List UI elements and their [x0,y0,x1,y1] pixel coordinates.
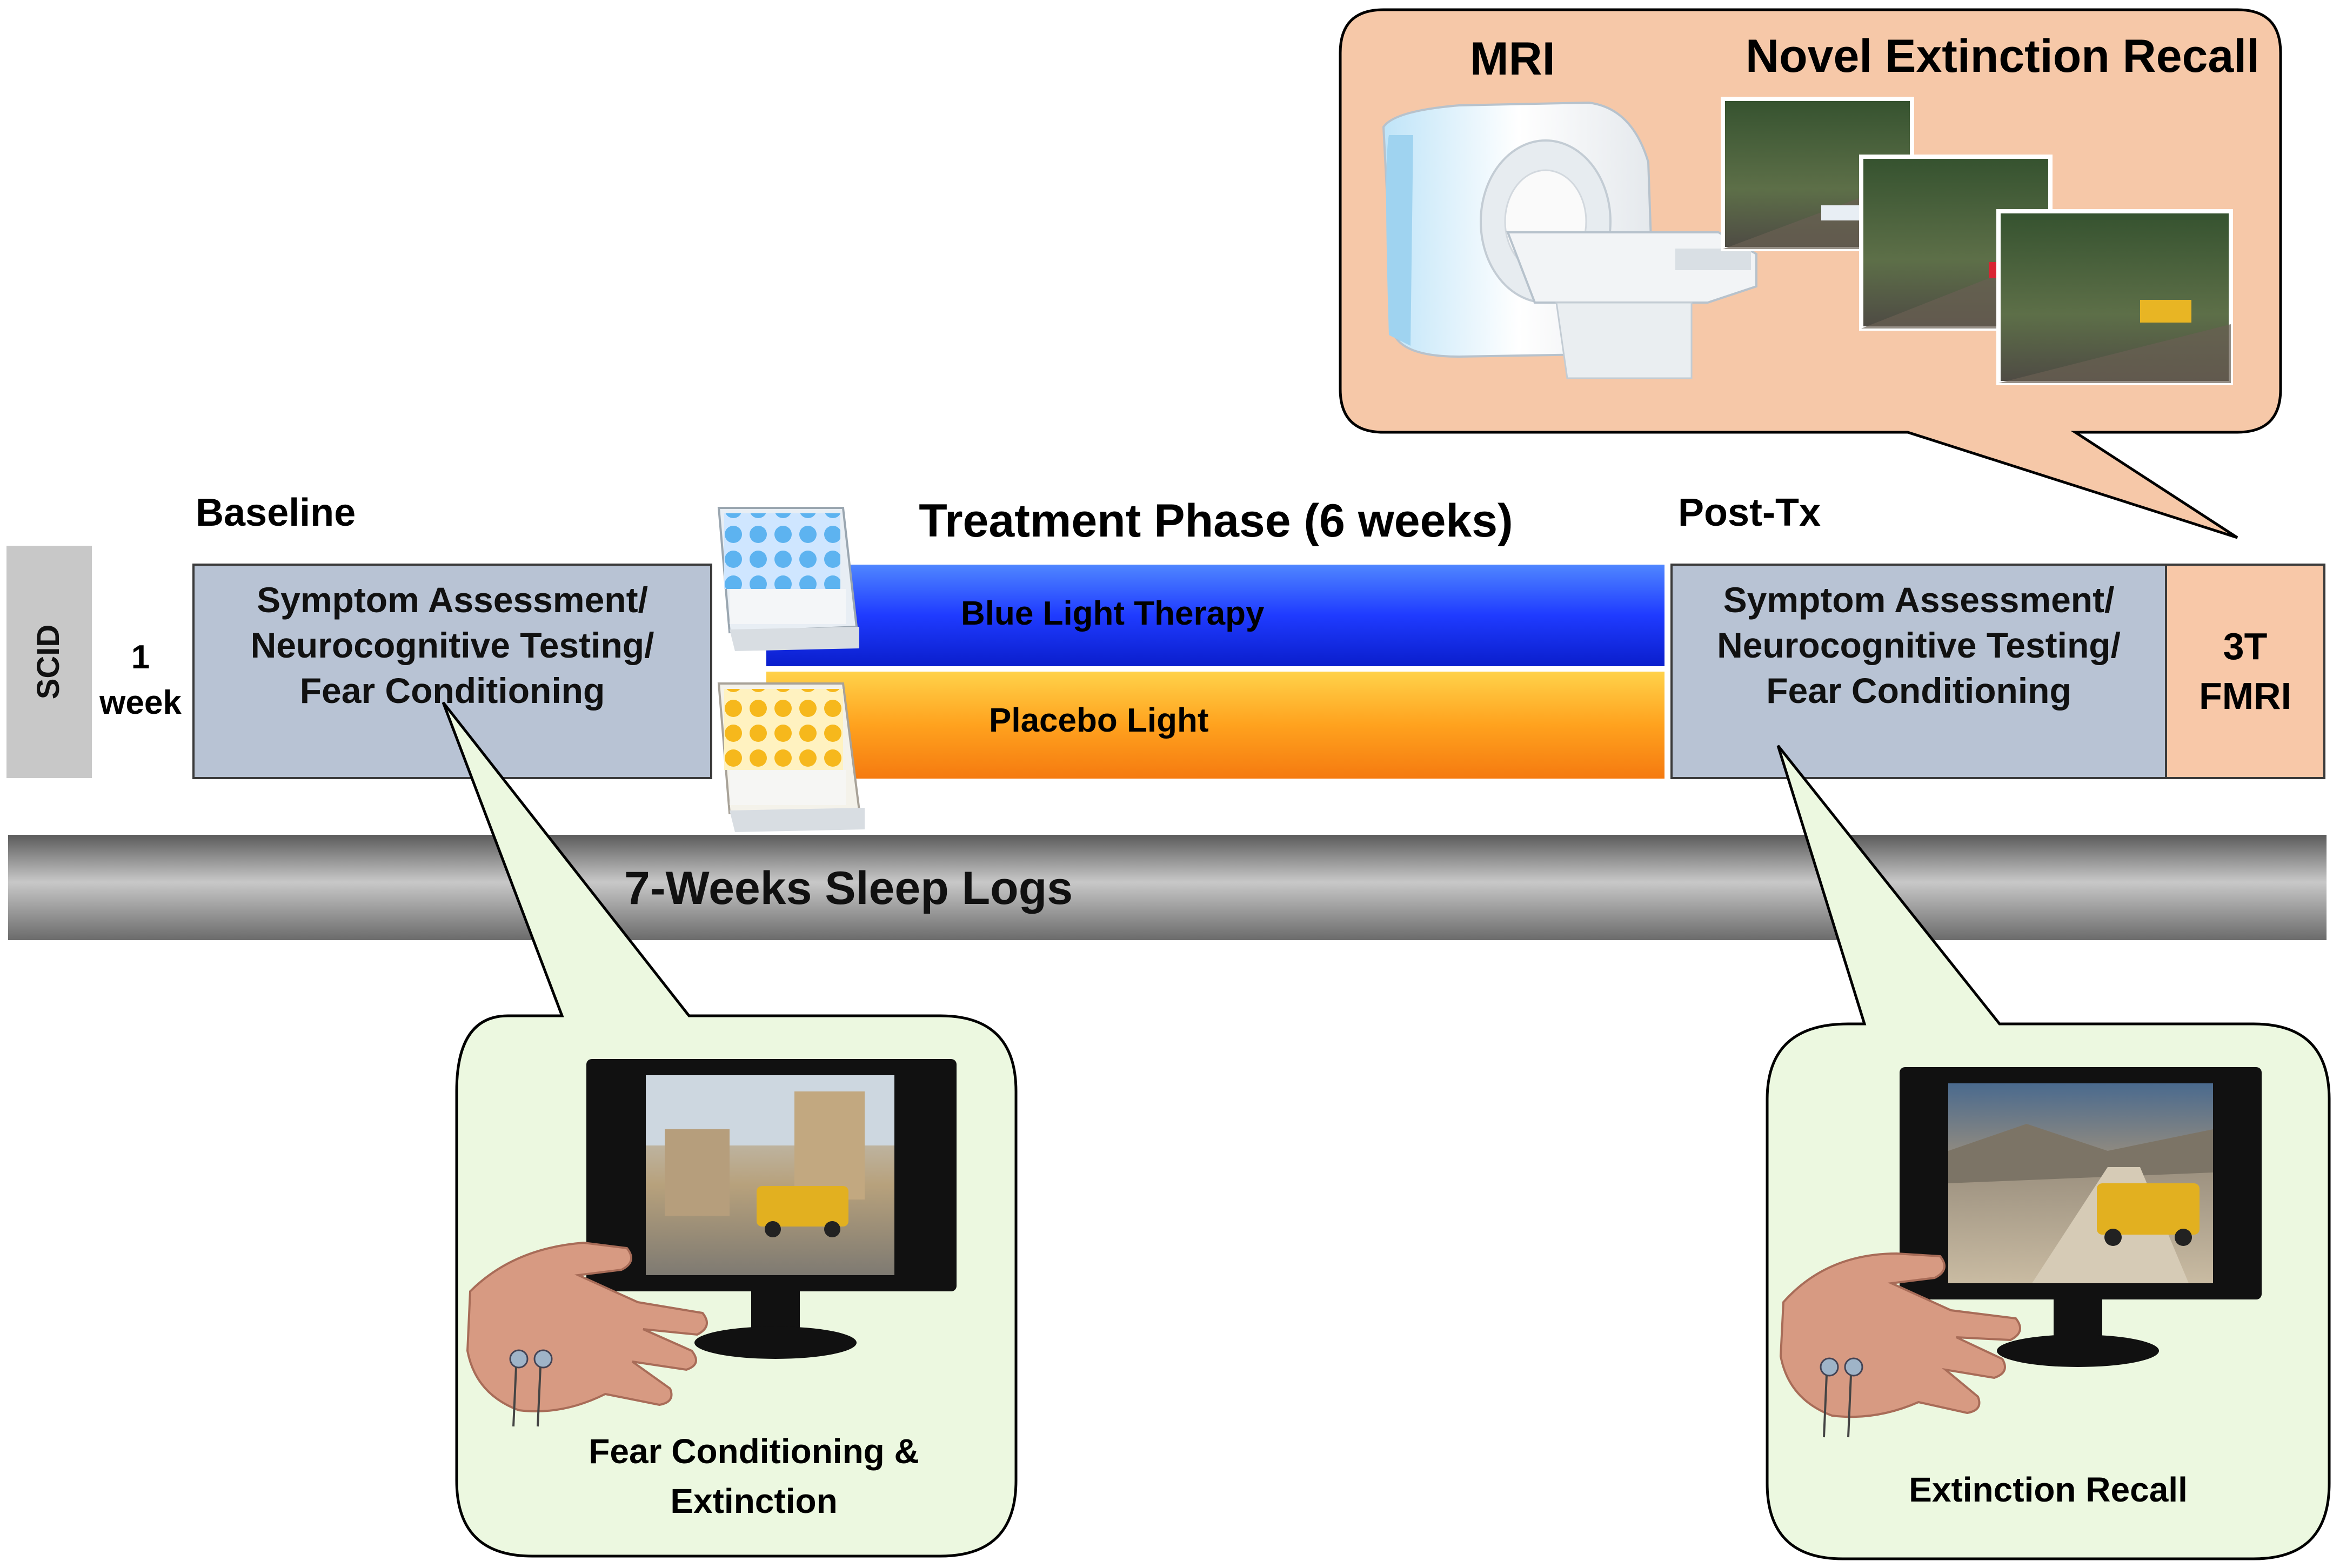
blue-light-device-image [717,507,859,651]
post-tx-label: Post-Tx [1678,491,1821,534]
placebo-light-bar [766,672,1664,779]
monitor-fear-conditioning-image [586,1059,957,1359]
monitor-extinction-recall-image [1900,1067,2262,1367]
post-tx-box-text: Symptom Assessment/ Neurocognitive Testi… [1672,577,2166,713]
placebo-light-label: Placebo Light [989,702,1209,739]
hand-electrodes-image-2 [1779,1252,2021,1438]
one-week-number: 1 [131,639,150,676]
treatment-phase-title: Treatment Phase (6 weeks) [919,495,1513,547]
post-tx-box [1670,564,2167,779]
fmri-box [2165,564,2325,779]
one-week-label: 1 week [92,635,189,726]
one-week-unit: week [99,684,182,721]
baseline-line-1: Symptom Assessment/ [257,580,648,620]
novel-extinction-recall-label: Novel Extinction Recall [1746,30,2260,82]
scid-label: SCID [31,624,66,700]
extinction-recall-caption: Extinction Recall [1909,1470,2188,1509]
mri-label: MRI [1470,33,1555,85]
blue-light-bar [766,565,1664,666]
post-tx-line-1: Symptom Assessment/ [1723,580,2115,620]
post-tx-line-2: Neurocognitive Testing/ [1717,625,2121,665]
mri-scanner-image [1382,101,1757,379]
blue-light-label: Blue Light Therapy [961,595,1265,632]
fmri-line-1: 3T [2223,625,2268,667]
baseline-line-2: Neurocognitive Testing/ [250,625,654,665]
scid-box [6,546,92,778]
fear-caption-line-2: Extinction [670,1482,838,1520]
extinction-recall-photos [1721,97,2233,385]
fmri-box-text: 3T FMRI [2166,621,2324,721]
sleep-logs-label: 7-Weeks Sleep Logs [624,862,1073,914]
post-tx-line-3: Fear Conditioning [1766,671,2071,711]
baseline-box-text: Symptom Assessment/ Neurocognitive Testi… [193,577,711,713]
baseline-line-3: Fear Conditioning [299,671,605,711]
fear-conditioning-caption: Fear Conditioning & Extinction [503,1426,1005,1526]
baseline-label: Baseline [196,491,356,534]
placebo-light-device-image [717,682,865,832]
fmri-line-2: FMRI [2198,675,2292,717]
hand-electrodes-image-1 [466,1241,708,1427]
baseline-box [192,564,712,779]
fear-caption-line-1: Fear Conditioning & [589,1432,919,1471]
sleep-logs-bar [8,835,2327,940]
